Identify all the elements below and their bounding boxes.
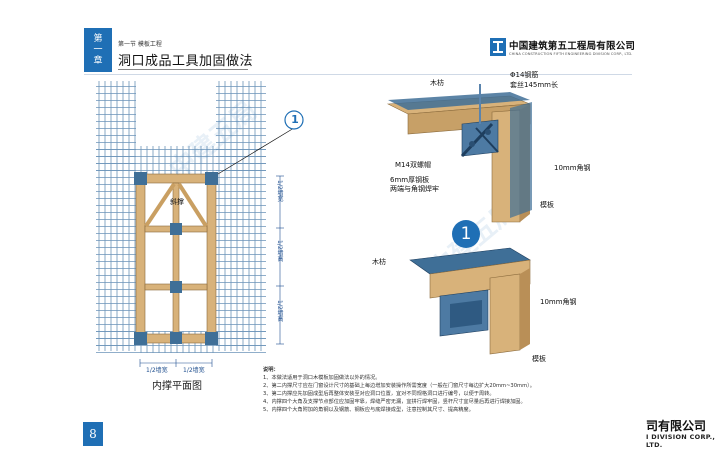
label-angle-steel: 10mm角钢 bbox=[554, 164, 591, 172]
note-item: 4、内撑四个大角及支撑节点部位应加固牢靠，焊缝严密无漏，宜拼行焊牢固，竖杆尺寸宜… bbox=[263, 399, 526, 406]
label-formwork: 模板 bbox=[540, 201, 554, 209]
company-logo-icon bbox=[490, 38, 506, 56]
dim-vertical: 1/2墙宽 bbox=[276, 180, 283, 202]
footer-company-en: I DIVISION CORP., LTD. bbox=[646, 433, 716, 449]
notes-title: 说明： bbox=[263, 367, 279, 373]
label-rebar-thread: 套丝145mm长 bbox=[510, 81, 558, 89]
label-plate: 6mm厚钢板 bbox=[390, 176, 430, 184]
header-rule bbox=[84, 74, 632, 75]
corner-bracket bbox=[134, 332, 147, 345]
label-plate-weld: 两端与角钢焊牢 bbox=[390, 185, 439, 193]
chapter-char: 第 bbox=[93, 33, 103, 44]
section-label: 第一节 模板工程 bbox=[118, 41, 162, 48]
page-number: 8 bbox=[83, 422, 103, 446]
dim-bottom: 1/2墙宽 bbox=[146, 367, 168, 374]
callout-marker bbox=[284, 110, 304, 130]
label-wood: 木枋 bbox=[430, 79, 444, 87]
brace-label: 斜撑 bbox=[170, 198, 184, 206]
chapter-char: 章 bbox=[93, 55, 103, 66]
note-item: 3、第二内撑应先加固成型后再整体安装至对应洞口位置，宜对不同规格洞口进行编号，以… bbox=[263, 391, 495, 398]
note-item: 1、本做法适用于洞口木模板加固做法以外的情况。 bbox=[263, 375, 381, 382]
corner-detail-top bbox=[386, 84, 532, 223]
chapter-char: 一 bbox=[93, 44, 103, 55]
callout-number: 1 bbox=[291, 113, 299, 126]
dim-bottom: 1/2墙宽 bbox=[183, 367, 205, 374]
note-item: 2、第二内撑尺寸应在门窗设计尺寸的基础上每边增加安装操作所需宽度（一般在门窗尺寸… bbox=[263, 383, 535, 390]
support-frame bbox=[134, 172, 218, 345]
notes-block: 说明： 1、本做法适用于洞口木模板加固做法以外的情况。 2、第二内撑尺寸应在门窗… bbox=[263, 366, 633, 415]
dim-vertical: 1/2墙高 bbox=[276, 240, 283, 262]
figure-caption: 内撑平面图 bbox=[152, 381, 202, 392]
title-divider bbox=[118, 69, 248, 70]
label-wood: 木枋 bbox=[372, 258, 386, 266]
note-item: 5、内撑四个大角附加的角钢以及钢筋、钢板应与底焊接成型，注意控制其尺寸、提高精度… bbox=[263, 407, 474, 414]
label-bolt: M14双螺帽 bbox=[395, 161, 431, 169]
company-name: 中国建筑第五工程局有限公司 bbox=[509, 41, 636, 52]
opening-support-elevation bbox=[96, 81, 304, 367]
label-formwork: 模板 bbox=[532, 355, 546, 363]
corner-bracket bbox=[134, 172, 147, 185]
page-title: 洞口成品工具加固做法 bbox=[118, 54, 254, 69]
dim-vertical: 1/2墙高 bbox=[276, 300, 283, 322]
corner-detail-bottom bbox=[409, 247, 531, 355]
corner-bracket bbox=[205, 172, 218, 185]
label-rebar: Φ14钢筋 bbox=[510, 71, 539, 79]
company-name-en: CHINA CONSTRUCTION FIFTH ENGINEERING DIV… bbox=[509, 52, 633, 56]
chapter-tab: 第 一 章 bbox=[84, 28, 112, 72]
detail-callout: 1 bbox=[452, 220, 480, 248]
corner-bracket bbox=[205, 332, 218, 345]
footer-company: 司有限公司 bbox=[646, 419, 707, 433]
label-angle-steel: 10mm角钢 bbox=[540, 298, 577, 306]
